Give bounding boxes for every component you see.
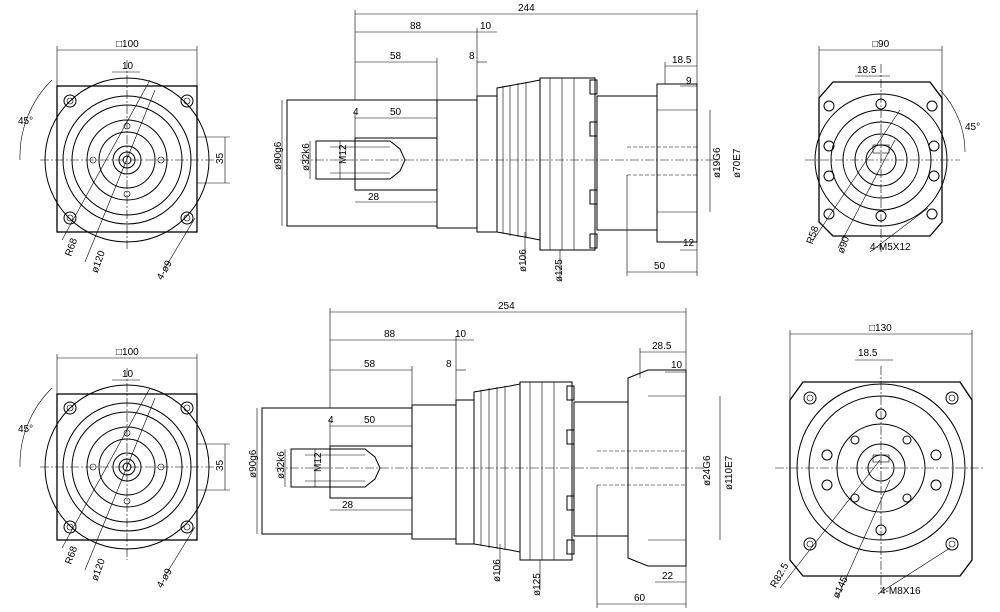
- bl-radius-label: R68: [64, 544, 81, 565]
- bs-58: 58: [364, 359, 376, 370]
- tr-holes-label: 4-M5X12: [870, 242, 911, 253]
- tl-angle-label: 45°: [18, 116, 33, 127]
- bs-22: 22: [662, 571, 674, 582]
- tl-square-label: □100: [116, 39, 139, 50]
- tl-dia-label: ø120: [90, 249, 108, 275]
- bs-125: ø125: [532, 573, 543, 596]
- bs-60: 60: [634, 593, 646, 604]
- ts-total: 244: [518, 3, 535, 14]
- bs-10: 10: [455, 329, 467, 340]
- tr-angle-label: 45°: [965, 122, 980, 133]
- br-square-label: □130: [869, 323, 892, 334]
- top-side-view: 244 88 10 58 8 4 50 28 M12 ø32k6 ø90g6 ø…: [273, 3, 743, 282]
- ts-106: ø106: [518, 249, 529, 272]
- ts-pilot: ø90g6: [273, 141, 284, 170]
- br-18-5-label: 18.5: [858, 348, 878, 359]
- ts-10: 10: [480, 21, 492, 32]
- bs-spig: ø110E7: [724, 455, 735, 490]
- tr-18-5-label: 18.5: [857, 65, 877, 76]
- ts-50b: 50: [654, 261, 666, 272]
- bottom-side-view: 254 88 10 58 8 4 50 28 M12 ø32k6 ø90g6 ø…: [248, 301, 735, 608]
- bs-28-5: 28.5: [652, 341, 672, 352]
- bs-pilot: ø90g6: [248, 449, 259, 478]
- bs-28: 28: [342, 500, 354, 511]
- bl-height-label: 35: [215, 459, 226, 471]
- tl-height-label: 35: [215, 152, 226, 164]
- tr-square-label: □90: [872, 39, 890, 50]
- bs-shaft: ø32k6: [276, 451, 287, 479]
- top-right-output-view: □90 18.5 45° R58 ø90 4-M5X12: [805, 39, 980, 255]
- top-left-flange-view: □100 10 45° 35 R68 ø120 4-ø9: [18, 39, 230, 282]
- bs-bore: ø24G6: [702, 455, 713, 486]
- bl-offset-label: 10: [122, 369, 134, 380]
- tr-radius-label: R58: [805, 224, 822, 245]
- ts-58: 58: [390, 51, 402, 62]
- ts-shaft: ø32k6: [301, 143, 312, 171]
- br-dia-label: ø145: [831, 575, 851, 601]
- br-holes-label: 4-M8X16: [880, 586, 921, 597]
- bs-thread: M12: [313, 452, 324, 472]
- tl-holes-label: 4-ø9: [155, 258, 175, 282]
- tl-offset-label: 10: [122, 61, 134, 72]
- bottom-right-output-view: □130 18.5 R82.5 ø145 4-M8X16: [769, 323, 985, 600]
- bs-106: ø106: [492, 559, 503, 582]
- ts-18-5: 18.5: [672, 55, 692, 66]
- br-radius-label: R82.5: [769, 561, 792, 590]
- bs-8: 8: [446, 359, 452, 370]
- tl-radius-label: R68: [64, 236, 81, 257]
- bs-4: 4: [328, 415, 334, 426]
- ts-thread: M12: [338, 144, 349, 164]
- bl-holes-label: 4-ø9: [155, 566, 175, 590]
- ts-4: 4: [353, 107, 359, 118]
- bottom-left-flange-view: □100 10 45° 35 R68 ø120 4-ø9: [18, 347, 230, 590]
- ts-88: 88: [410, 21, 422, 32]
- ts-spig: ø70E7: [732, 148, 743, 178]
- ts-50: 50: [390, 107, 402, 118]
- bs-88: 88: [384, 329, 396, 340]
- ts-9: 9: [686, 76, 692, 87]
- ts-125: ø125: [554, 259, 565, 282]
- tr-dia-label: ø90: [836, 235, 852, 255]
- ts-bore: ø19G6: [712, 147, 723, 178]
- ts-8: 8: [469, 51, 475, 62]
- bl-angle-label: 45°: [18, 424, 33, 435]
- ts-28: 28: [368, 192, 380, 203]
- bs-10b: 10: [671, 360, 683, 371]
- bs-total: 254: [498, 301, 515, 312]
- bs-50: 50: [364, 415, 376, 426]
- bl-dia-label: ø120: [90, 557, 108, 583]
- ts-12: 12: [683, 238, 695, 249]
- bl-square-label: □100: [116, 347, 139, 358]
